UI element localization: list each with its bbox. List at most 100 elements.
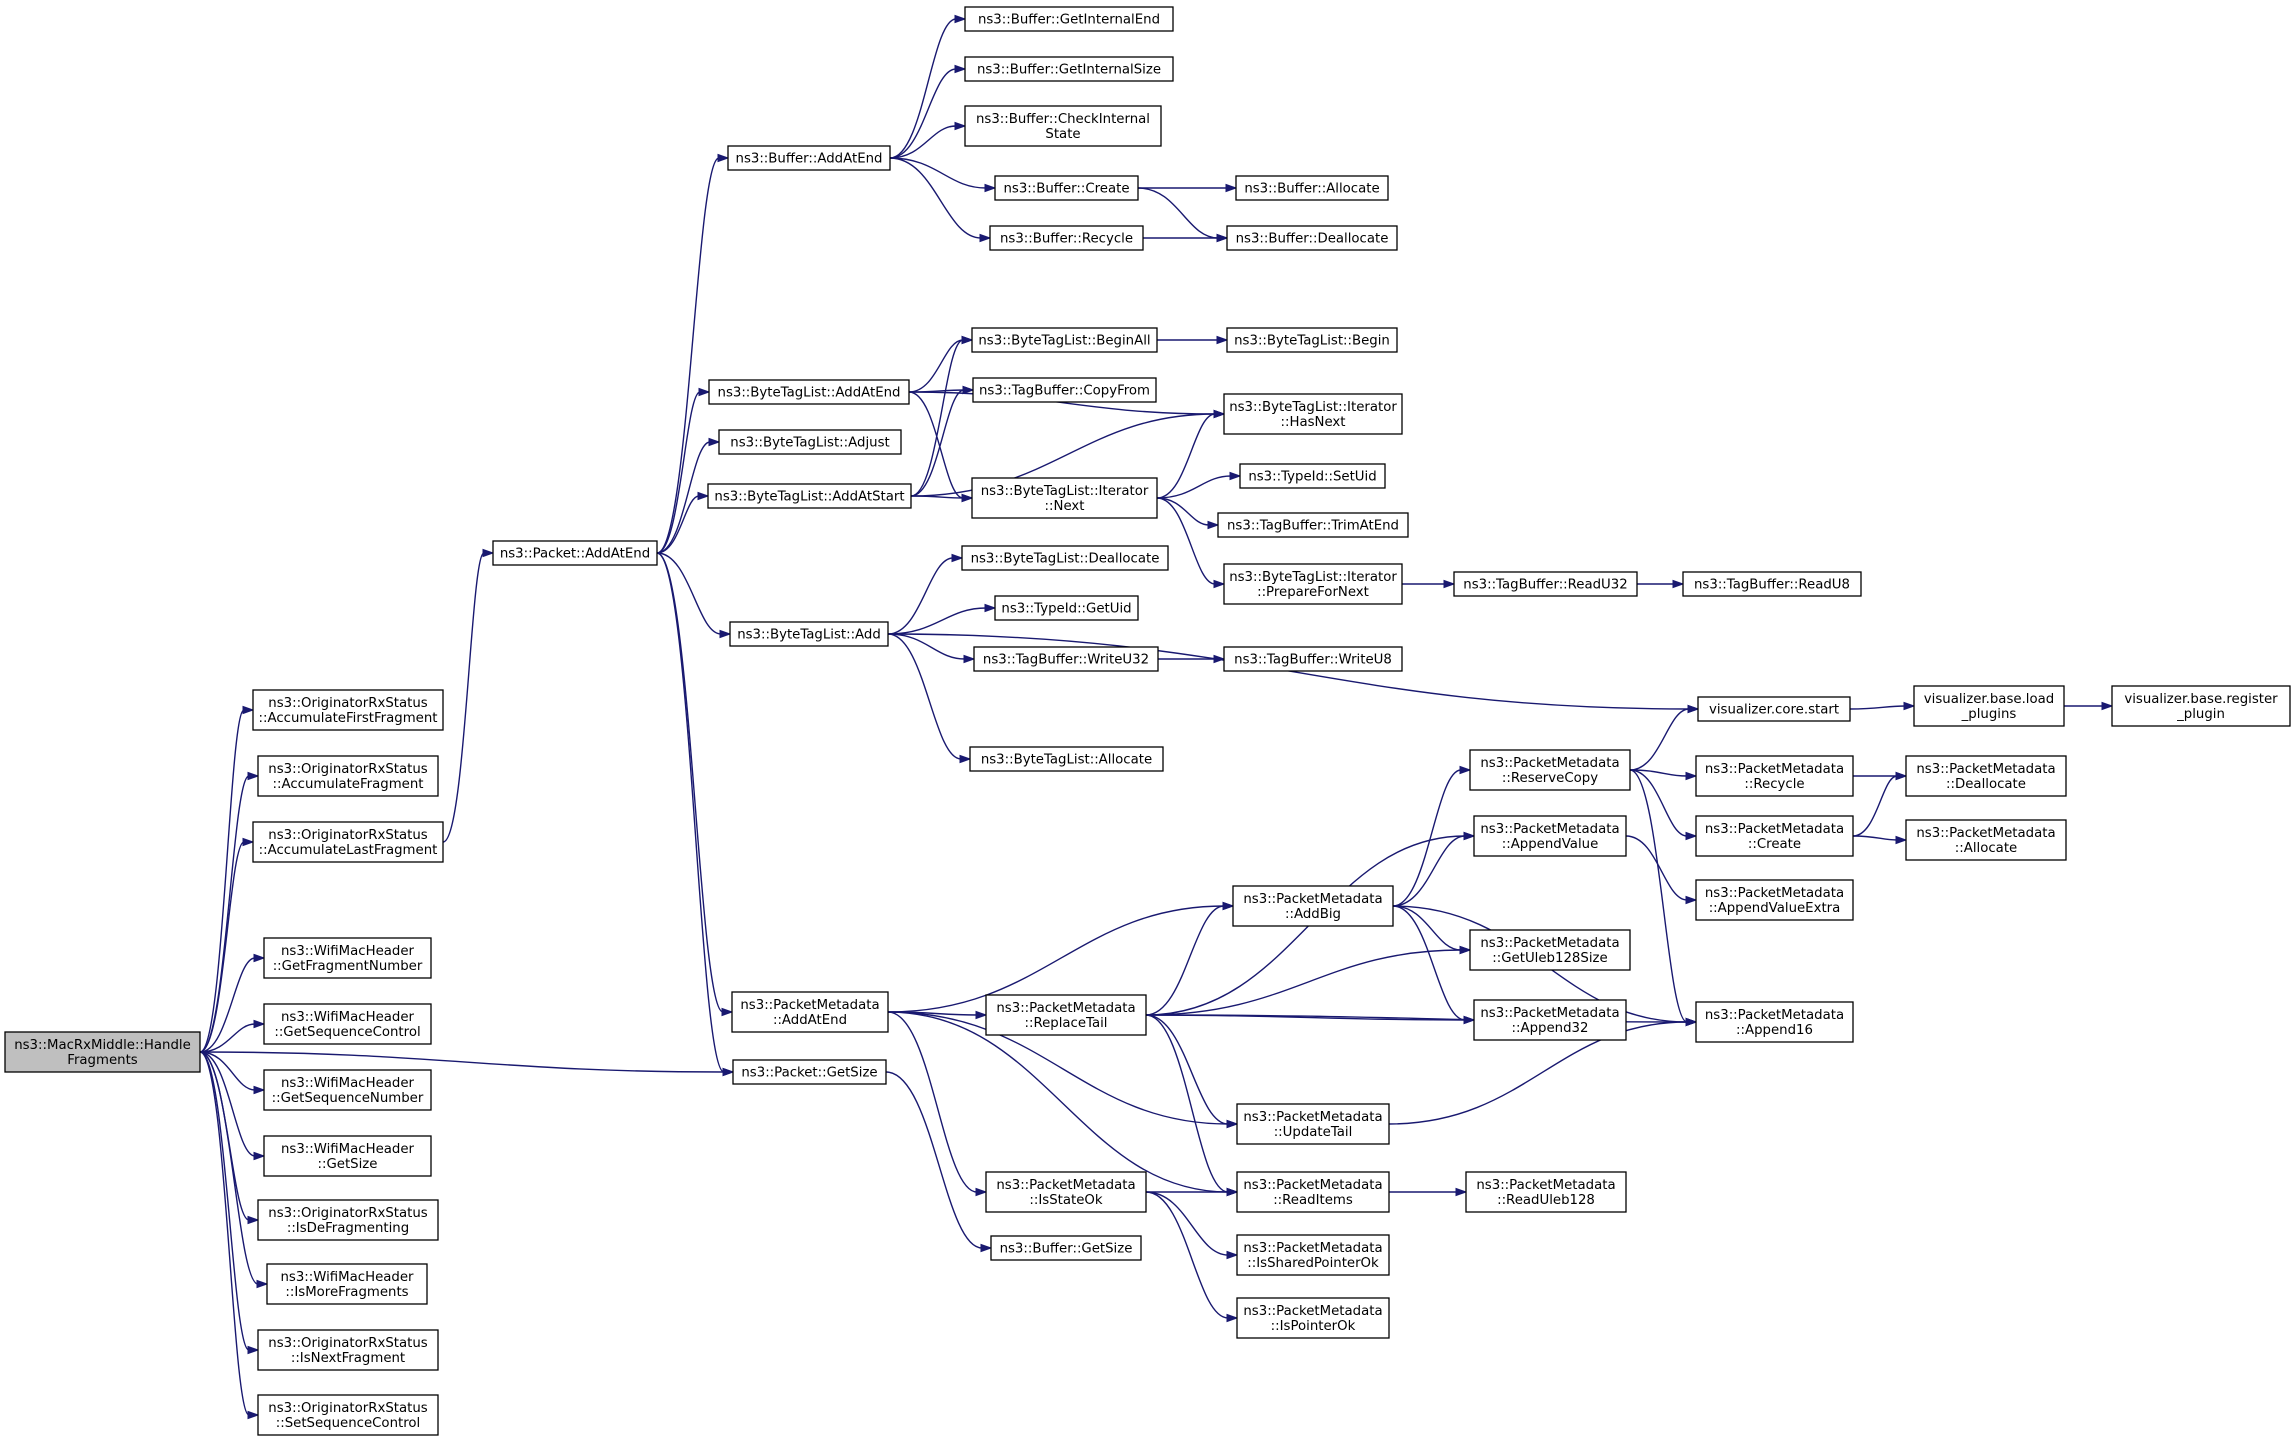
node-btlAllocate[interactable]: ns3::ByteTagList::Allocate	[969, 746, 1164, 772]
node-box	[1232, 885, 1394, 927]
node-pmIsStateOk[interactable]: ns3::PacketMetadata::IsStateOk	[985, 1171, 1147, 1213]
node-btlAddAtStart[interactable]: ns3::ByteTagList::AddAtStart	[707, 483, 912, 509]
node-label: ns3::PacketMetadata	[1480, 756, 1619, 771]
node-btlPrepNext[interactable]: ns3::ByteTagList::Iterator::PrepareForNe…	[1223, 563, 1403, 605]
node-label: ns3::TagBuffer::WriteU32	[983, 653, 1149, 668]
node-isNextFrag[interactable]: ns3::OriginatorRxStatus::IsNextFragment	[257, 1329, 439, 1371]
node-tbReadU32[interactable]: ns3::TagBuffer::ReadU32	[1453, 571, 1638, 597]
node-accFrag[interactable]: ns3::OriginatorRxStatus::AccumulateFragm…	[257, 755, 439, 797]
node-label: ns3::TypeId::GetUid	[1001, 602, 1131, 617]
node-label: ::SetSequenceControl	[276, 1416, 420, 1431]
node-pmIsPointer[interactable]: ns3::PacketMetadata::IsPointerOk	[1236, 1297, 1390, 1339]
node-pmAddAtEnd[interactable]: ns3::PacketMetadata::AddAtEnd	[731, 991, 889, 1033]
node-label: ns3::PacketMetadata	[1705, 1008, 1844, 1023]
node-vizLoad[interactable]: visualizer.base.load_plugins	[1913, 685, 2065, 727]
node-tbWriteU8[interactable]: ns3::TagBuffer::WriteU8	[1223, 646, 1403, 672]
node-label: ns3::PacketMetadata	[1243, 1304, 1382, 1319]
node-pmIsShared[interactable]: ns3::PacketMetadata::IsSharedPointerOk	[1236, 1234, 1390, 1276]
node-bufRecycle[interactable]: ns3::Buffer::Recycle	[989, 225, 1144, 251]
node-pmAllocate[interactable]: ns3::PacketMetadata::Allocate	[1905, 819, 2067, 861]
node-tbReadU8[interactable]: ns3::TagBuffer::ReadU8	[1682, 571, 1862, 597]
node-pmRecycle[interactable]: ns3::PacketMetadata::Recycle	[1695, 755, 1854, 797]
node-tbCopyFrom[interactable]: ns3::TagBuffer::CopyFrom	[972, 377, 1157, 403]
node-getSeqCtl[interactable]: ns3::WifiMacHeader::GetSequenceControl	[263, 1003, 432, 1045]
node-bufAddAtEnd[interactable]: ns3::Buffer::AddAtEnd	[727, 145, 891, 171]
node-box	[1697, 696, 1851, 722]
node-wmhGetSize[interactable]: ns3::WifiMacHeader::GetSize	[263, 1135, 432, 1177]
node-label: ns3::TagBuffer::CopyFrom	[979, 384, 1150, 399]
node-pmReplaceTail[interactable]: ns3::PacketMetadata::ReplaceTail	[985, 994, 1147, 1036]
node-label: ns3::TagBuffer::TrimAtEnd	[1227, 519, 1399, 534]
node-btlAdjust[interactable]: ns3::ByteTagList::Adjust	[718, 429, 902, 455]
node-btlDealloc[interactable]: ns3::ByteTagList::Deallocate	[961, 545, 1169, 571]
node-label: ns3::MacRxMiddle::Handle	[14, 1038, 191, 1053]
node-pktGetSize[interactable]: ns3::Packet::GetSize	[732, 1059, 887, 1085]
node-pmUpdateTail[interactable]: ns3::PacketMetadata::UpdateTail	[1236, 1103, 1390, 1145]
node-btlAddAtEnd[interactable]: ns3::ByteTagList::AddAtEnd	[708, 379, 910, 405]
edge-handle-to-isDefrag	[199, 1051, 260, 1225]
node-pmReadItems[interactable]: ns3::PacketMetadata::ReadItems	[1236, 1171, 1390, 1213]
node-getFragNum[interactable]: ns3::WifiMacHeader::GetFragmentNumber	[263, 937, 432, 979]
node-pmCreate[interactable]: ns3::PacketMetadata::Create	[1695, 815, 1854, 857]
node-bufGetIntEnd[interactable]: ns3::Buffer::GetInternalEnd	[964, 6, 1174, 32]
node-setSeqCtl[interactable]: ns3::OriginatorRxStatus::SetSequenceCont…	[257, 1394, 439, 1436]
node-bufDealloc[interactable]: ns3::Buffer::Deallocate	[1226, 225, 1398, 251]
node-tbTrimAtEnd[interactable]: ns3::TagBuffer::TrimAtEnd	[1217, 512, 1409, 538]
node-pmReadUleb[interactable]: ns3::PacketMetadata::ReadUleb128	[1465, 1171, 1627, 1213]
node-pmAddBig[interactable]: ns3::PacketMetadata::AddBig	[1232, 885, 1394, 927]
node-bufCreate[interactable]: ns3::Buffer::Create	[994, 175, 1139, 201]
node-box	[1682, 571, 1862, 597]
node-box	[1226, 225, 1398, 251]
node-box	[973, 646, 1159, 672]
node-box	[961, 545, 1169, 571]
edge-handle-to-accFirst	[199, 705, 255, 1053]
node-box	[266, 1263, 428, 1305]
node-tidSetUid[interactable]: ns3::TypeId::SetUid	[1239, 463, 1386, 489]
node-label: ::GetSize	[318, 1157, 378, 1172]
node-box	[2111, 685, 2291, 727]
node-bufGetIntSize[interactable]: ns3::Buffer::GetInternalSize	[964, 56, 1174, 82]
node-label: ns3::PacketMetadata	[996, 1178, 1135, 1193]
node-btlNext[interactable]: ns3::ByteTagList::Iterator::Next	[971, 477, 1158, 519]
node-vizStart[interactable]: visualizer.core.start	[1697, 696, 1851, 722]
node-accFirst[interactable]: ns3::OriginatorRxStatus::AccumulateFirst…	[252, 689, 444, 731]
node-getSeqNum[interactable]: ns3::WifiMacHeader::GetSequenceNumber	[263, 1069, 432, 1111]
node-btlHasNext[interactable]: ns3::ByteTagList::Iterator::HasNext	[1223, 393, 1403, 435]
node-pmDealloc[interactable]: ns3::PacketMetadata::Deallocate	[1905, 755, 2067, 797]
node-pmAppendValueExtra[interactable]: ns3::PacketMetadata::AppendValueExtra	[1695, 879, 1854, 921]
node-accLast[interactable]: ns3::OriginatorRxStatus::AccumulateLastF…	[252, 821, 444, 863]
node-vizRegister[interactable]: visualizer.base.register_plugin	[2111, 685, 2291, 727]
node-box	[1453, 571, 1638, 597]
node-pmAppend32[interactable]: ns3::PacketMetadata::Append32	[1473, 999, 1627, 1041]
node-label: ns3::PacketMetadata	[1476, 1178, 1615, 1193]
node-btlAdd[interactable]: ns3::ByteTagList::Add	[729, 621, 889, 647]
node-label: ns3::PacketMetadata	[1480, 822, 1619, 837]
node-tidGetUid[interactable]: ns3::TypeId::GetUid	[994, 595, 1139, 621]
node-label: ns3::ByteTagList::AddAtStart	[714, 490, 904, 505]
node-pktAddAtEnd[interactable]: ns3::Packet::AddAtEnd	[492, 540, 658, 566]
node-tbWriteU32[interactable]: ns3::TagBuffer::WriteU32	[973, 646, 1159, 672]
node-btlBegin[interactable]: ns3::ByteTagList::Begin	[1226, 327, 1398, 353]
node-box	[1223, 646, 1403, 672]
node-pmReserveCopy[interactable]: ns3::PacketMetadata::ReserveCopy	[1469, 749, 1631, 791]
edge-pmCreate-to-pmDealloc	[1852, 771, 1908, 837]
node-isMoreFrag[interactable]: ns3::WifiMacHeader::IsMoreFragments	[266, 1263, 428, 1305]
node-pmAppendValue[interactable]: ns3::PacketMetadata::AppendValue	[1473, 815, 1627, 857]
node-btlBeginAll[interactable]: ns3::ByteTagList::BeginAll	[971, 327, 1158, 353]
node-label: ns3::PacketMetadata	[1480, 1006, 1619, 1021]
node-box	[1469, 929, 1631, 971]
node-box	[1695, 879, 1854, 921]
node-bufAllocate[interactable]: ns3::Buffer::Allocate	[1235, 175, 1389, 201]
edge-bufAddAtEnd-to-bufCreate	[889, 157, 997, 193]
node-label: ns3::Buffer::Recycle	[1000, 232, 1133, 247]
node-bufGetSize[interactable]: ns3::Buffer::GetSize	[990, 1235, 1142, 1261]
edge-pmReplaceTail-to-pmReadItems	[1145, 1014, 1239, 1197]
node-isDefrag[interactable]: ns3::OriginatorRxStatus::IsDeFragmenting	[257, 1199, 439, 1241]
node-label: State	[1045, 127, 1080, 142]
node-label: ::IsMoreFragments	[285, 1285, 408, 1300]
node-pmAppend16[interactable]: ns3::PacketMetadata::Append16	[1695, 1001, 1854, 1043]
node-label: ::Create	[1748, 837, 1801, 852]
node-pmGetUleb[interactable]: ns3::PacketMetadata::GetUleb128Size	[1469, 929, 1631, 971]
